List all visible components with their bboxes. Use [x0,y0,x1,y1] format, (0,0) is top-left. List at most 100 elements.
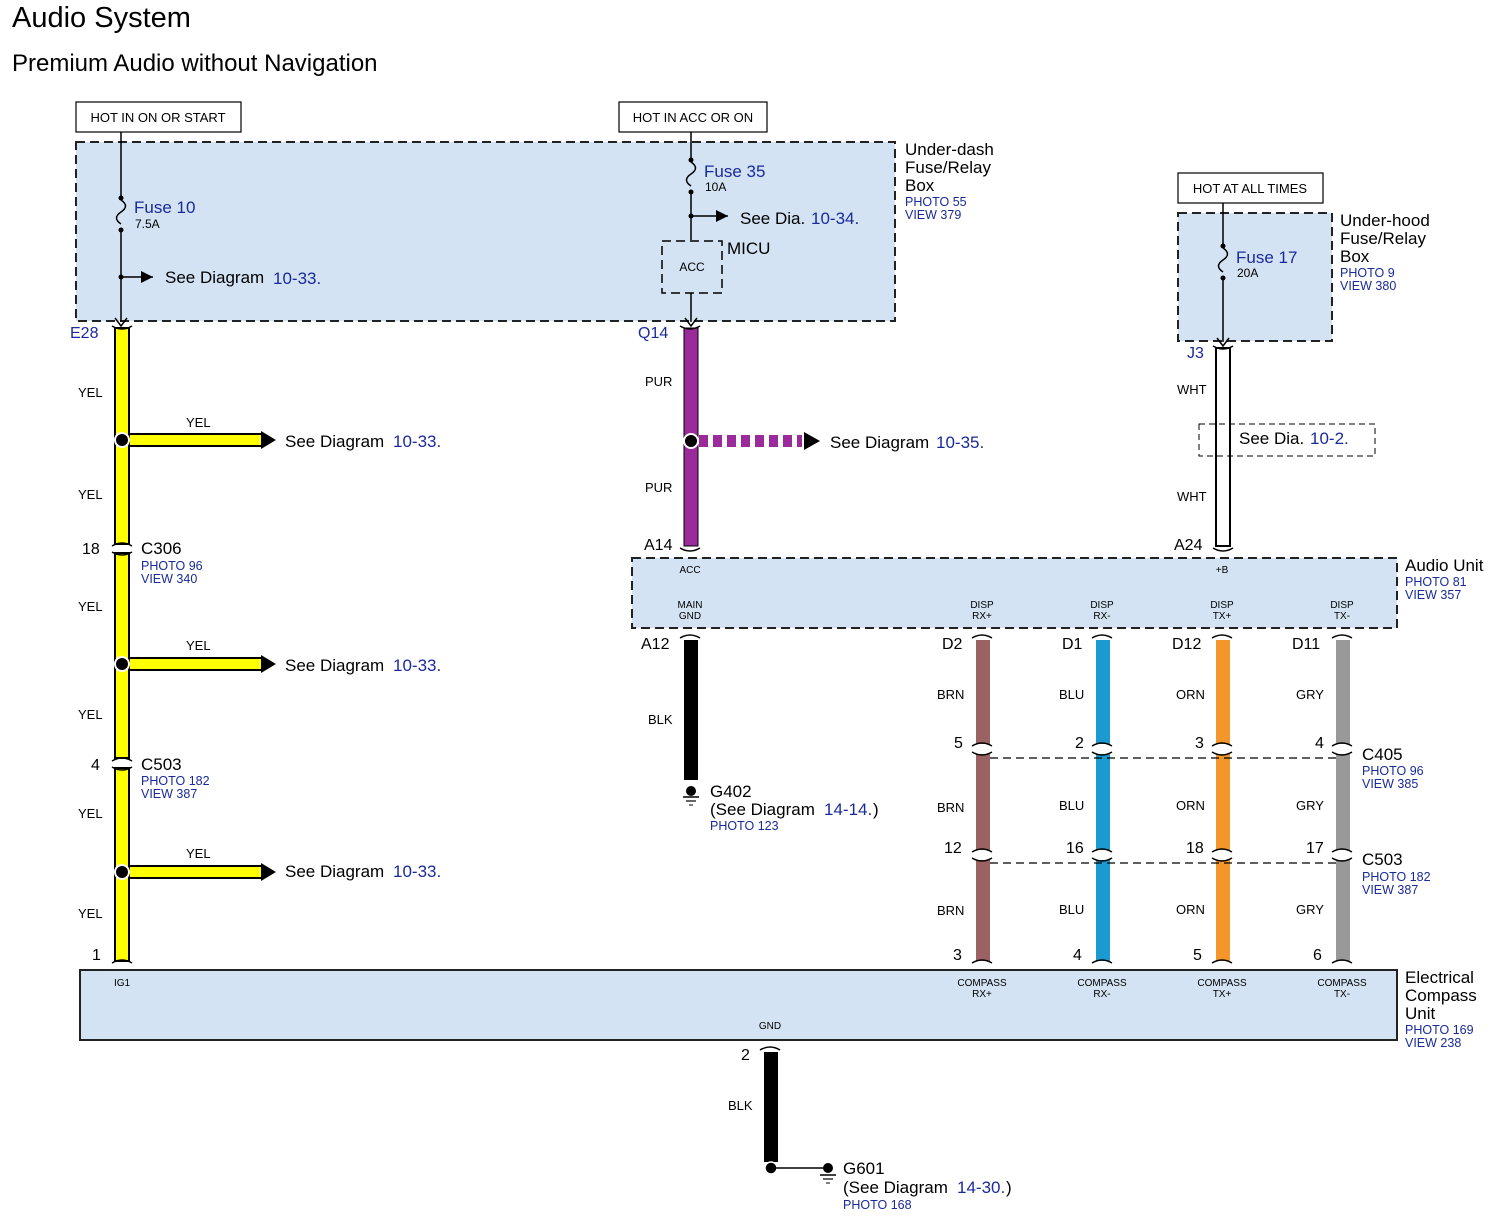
svg-text:VIEW 387: VIEW 387 [141,787,197,801]
c405-label: C405 [1362,745,1403,764]
link-14-30[interactable]: 14-30. [957,1178,1005,1197]
page-title: Audio System [12,2,191,34]
svg-text:YEL: YEL [186,846,211,861]
blue-wire [1096,640,1110,961]
fuse-17-name: Fuse 17 [1236,248,1297,267]
svg-text:TX-: TX- [1334,611,1350,622]
svg-text:BLU: BLU [1059,902,1084,917]
svg-text:MAIN: MAIN [678,600,703,611]
svg-text:TX+: TX+ [1213,611,1232,622]
underdash-fuse-box [75,141,896,322]
svg-text:Fuse/Relay: Fuse/Relay [905,158,991,177]
svg-text:D11: D11 [1292,636,1320,653]
svg-text:See Diagram: See Diagram [285,432,384,451]
svg-text:HOT IN ON OR START: HOT IN ON OR START [90,110,225,125]
compass-unit-label: Electrical [1405,968,1474,987]
svg-text:7.5A: 7.5A [135,217,160,231]
svg-text:YEL: YEL [78,487,103,502]
underdash-name: Under-dash [905,140,994,159]
yellow-branch-2 [114,655,276,673]
fuse-10-name: Fuse 10 [134,198,195,217]
c306-connector-icon [111,542,133,556]
svg-text:VIEW 238: VIEW 238 [1405,1036,1461,1050]
fuse-35-icon [685,161,697,187]
svg-text:YEL: YEL [78,906,103,921]
link-10-33-d[interactable]: 10-33. [393,862,441,881]
svg-text:PHOTO 55: PHOTO 55 [905,195,967,209]
svg-text:PHOTO 9: PHOTO 9 [1340,266,1395,280]
svg-text:): ) [873,800,879,819]
svg-text:VIEW 380: VIEW 380 [1340,279,1396,293]
svg-text:+B: +B [1216,565,1229,576]
link-10-33-c[interactable]: 10-33. [393,656,441,675]
svg-text:PHOTO 182: PHOTO 182 [141,774,210,788]
pin-q14: Q14 [638,325,668,342]
svg-text:HOT AT ALL TIMES: HOT AT ALL TIMES [1193,181,1307,196]
svg-text:YEL: YEL [78,806,103,821]
fuse-10-icon [115,199,127,225]
svg-text:See Diagram: See Diagram [285,656,384,675]
svg-text:RX-: RX- [1093,989,1110,1000]
svg-text:BLU: BLU [1059,798,1084,813]
svg-text:Box: Box [1340,247,1370,266]
svg-text:16: 16 [1066,840,1084,857]
svg-text:5: 5 [1193,947,1202,964]
svg-text:VIEW 357: VIEW 357 [1405,588,1461,602]
svg-text:18: 18 [1186,840,1204,857]
svg-text:BRN: BRN [937,687,964,702]
svg-text:D1: D1 [1062,636,1083,653]
black-wire-g601 [764,1052,778,1162]
svg-text:VIEW 385: VIEW 385 [1362,777,1418,791]
svg-text:See Diagram: See Diagram [165,268,264,287]
hot-all-times-label: HOT AT ALL TIMES [1177,172,1324,204]
svg-text:ORN: ORN [1176,687,1205,702]
svg-text:5: 5 [954,735,963,752]
c503-label: C503 [141,755,182,774]
svg-text:See Dia.: See Dia. [1239,429,1304,448]
svg-text:COMPASS: COMPASS [1317,978,1367,989]
svg-text:1: 1 [92,947,101,964]
svg-text:GRY: GRY [1296,902,1324,917]
link-10-33-a[interactable]: 10-33. [273,269,321,288]
yellow-branch-1 [114,431,276,449]
svg-text:HOT IN ACC OR ON: HOT IN ACC OR ON [633,110,753,125]
svg-text:RX+: RX+ [972,989,992,1000]
svg-text:Box: Box [905,176,935,195]
pin-j3: J3 [1187,345,1204,362]
svg-text:ORN: ORN [1176,798,1205,813]
svg-text:DISP: DISP [1210,600,1234,611]
see-dia-10-2-box [1198,423,1376,457]
link-10-2[interactable]: 10-2. [1310,429,1349,448]
svg-text:4: 4 [1073,947,1082,964]
svg-text:DISP: DISP [1330,600,1354,611]
compass-unit-box [79,969,1398,1041]
link-10-33-b[interactable]: 10-33. [393,432,441,451]
svg-text:VIEW 379: VIEW 379 [905,208,961,222]
svg-text:12: 12 [944,840,962,857]
svg-text:GND: GND [679,611,701,622]
svg-text:(See Diagram: (See Diagram [843,1178,948,1197]
audio-unit-box [631,557,1398,629]
svg-text:D2: D2 [942,636,963,653]
svg-text:3: 3 [953,947,962,964]
svg-text:BRN: BRN [937,800,964,815]
svg-text:ACC: ACC [679,565,700,576]
svg-text:COMPASS: COMPASS [957,978,1007,989]
link-10-35[interactable]: 10-35. [936,433,984,452]
svg-text:Fuse/Relay: Fuse/Relay [1340,229,1426,248]
c503b-label: C503 [1362,850,1403,869]
svg-text:YEL: YEL [78,707,103,722]
svg-text:3: 3 [1195,735,1204,752]
svg-text:A12: A12 [641,636,670,653]
svg-text:RX-: RX- [1093,611,1110,622]
svg-text:PHOTO 169: PHOTO 169 [1405,1023,1474,1037]
yellow-branch-3 [114,863,276,881]
link-14-14[interactable]: 14-14. [824,800,872,819]
svg-text:): ) [1006,1178,1012,1197]
link-10-34[interactable]: 10-34. [811,209,859,228]
svg-text:4: 4 [1315,735,1324,752]
audio-unit-label: Audio Unit [1405,556,1484,575]
svg-text:IG1: IG1 [114,978,131,989]
svg-text:BLU: BLU [1059,687,1084,702]
